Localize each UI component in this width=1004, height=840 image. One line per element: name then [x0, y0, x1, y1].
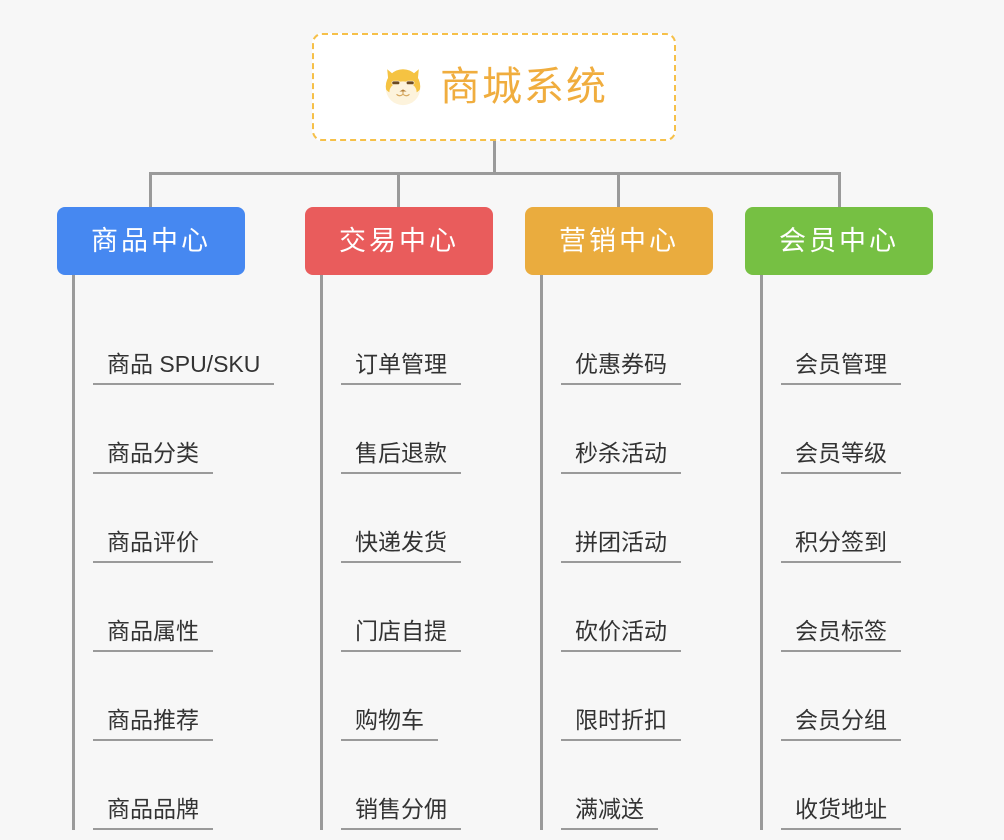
leaf-list-trade-center: 订单管理 售后退款 快递发货 门店自提 购物车 销售分佣 [320, 275, 493, 830]
list-item-label: 销售分佣 [355, 795, 447, 822]
list-item-label: 商品 SPU/SKU [107, 350, 261, 377]
category-label: 营销中心 [559, 225, 679, 256]
connector-drop-1 [149, 172, 152, 207]
list-item-label: 订单管理 [355, 350, 447, 377]
connector-drop-4 [838, 172, 841, 207]
list-item[interactable]: 售后退款 [323, 385, 493, 474]
list-item-label: 快递发货 [355, 528, 447, 555]
category-box-marketing-center[interactable]: 营销中心 [525, 207, 713, 275]
list-item[interactable]: 商品评价 [75, 474, 245, 563]
list-item-label: 限时折扣 [575, 706, 667, 733]
list-item[interactable]: 商品属性 [75, 563, 245, 652]
list-item[interactable]: 购物车 [323, 652, 493, 741]
leaf-list-product-center: 商品 SPU/SKU 商品分类 商品评价 商品属性 商品推荐 商品品牌 [72, 275, 275, 830]
list-item-label: 会员管理 [795, 350, 887, 377]
connector-root-stem [493, 141, 496, 174]
list-item[interactable]: 快递发货 [323, 474, 493, 563]
category-label: 商品中心 [91, 225, 211, 256]
list-item-label: 商品属性 [107, 617, 199, 644]
connector-drop-3 [617, 172, 620, 207]
list-item-label: 购物车 [355, 706, 424, 733]
list-item-label: 优惠券码 [575, 350, 667, 377]
list-item[interactable]: 商品分类 [75, 385, 245, 474]
list-item[interactable]: 销售分佣 [323, 741, 493, 830]
column-member-center: 会员中心 会员管理 会员等级 积分签到 会员标签 会员分组 收货地址 [745, 207, 933, 830]
list-item-label: 商品分类 [107, 439, 199, 466]
root-node[interactable]: 商城系统 [312, 33, 676, 141]
list-item-label: 会员分组 [795, 706, 887, 733]
list-item[interactable]: 商品 SPU/SKU [75, 296, 275, 385]
list-item[interactable]: 限时折扣 [543, 652, 713, 741]
category-label: 会员中心 [779, 225, 899, 256]
leaf-list-member-center: 会员管理 会员等级 积分签到 会员标签 会员分组 收货地址 [760, 275, 933, 830]
list-item[interactable]: 商品品牌 [75, 741, 245, 830]
list-item-label: 商品评价 [107, 528, 199, 555]
list-item-label: 门店自提 [355, 617, 447, 644]
list-item-label: 砍价活动 [575, 617, 667, 644]
list-item[interactable]: 会员标签 [763, 563, 933, 652]
list-item[interactable]: 订单管理 [323, 296, 493, 385]
list-item-label: 会员等级 [795, 439, 887, 466]
list-item[interactable]: 拼团活动 [543, 474, 713, 563]
list-item[interactable]: 商品推荐 [75, 652, 245, 741]
column-trade-center: 交易中心 订单管理 售后退款 快递发货 门店自提 购物车 销售分佣 [305, 207, 493, 830]
list-item[interactable]: 优惠券码 [543, 296, 713, 385]
list-item-label: 售后退款 [355, 439, 447, 466]
list-item-label: 商品品牌 [107, 795, 199, 822]
list-item[interactable]: 秒杀活动 [543, 385, 713, 474]
list-item-label: 秒杀活动 [575, 439, 667, 466]
list-item-label: 积分签到 [795, 528, 887, 555]
list-item-label: 满减送 [575, 795, 644, 822]
column-marketing-center: 营销中心 优惠券码 秒杀活动 拼团活动 砍价活动 限时折扣 满减送 [525, 207, 713, 830]
list-item-label: 收货地址 [795, 795, 887, 822]
list-item-label: 会员标签 [795, 617, 887, 644]
connector-horizontal-bus [149, 172, 841, 175]
list-item[interactable]: 砍价活动 [543, 563, 713, 652]
list-item[interactable]: 会员管理 [763, 296, 933, 385]
root-title: 商城系统 [440, 65, 608, 109]
list-item[interactable]: 满减送 [543, 741, 713, 830]
list-item[interactable]: 积分签到 [763, 474, 933, 563]
list-item[interactable]: 门店自提 [323, 563, 493, 652]
list-item[interactable]: 会员等级 [763, 385, 933, 474]
connector-drop-2 [397, 172, 400, 207]
shiba-dog-face-icon [380, 62, 426, 113]
category-box-member-center[interactable]: 会员中心 [745, 207, 933, 275]
list-item[interactable]: 收货地址 [763, 741, 933, 830]
category-label: 交易中心 [339, 225, 459, 256]
leaf-list-marketing-center: 优惠券码 秒杀活动 拼团活动 砍价活动 限时折扣 满减送 [540, 275, 713, 830]
column-product-center: 商品中心 商品 SPU/SKU 商品分类 商品评价 商品属性 商品推荐 商品品牌 [57, 207, 275, 830]
category-box-trade-center[interactable]: 交易中心 [305, 207, 493, 275]
list-item-label: 拼团活动 [575, 528, 667, 555]
list-item[interactable]: 会员分组 [763, 652, 933, 741]
category-box-product-center[interactable]: 商品中心 [57, 207, 245, 275]
list-item-label: 商品推荐 [107, 706, 199, 733]
